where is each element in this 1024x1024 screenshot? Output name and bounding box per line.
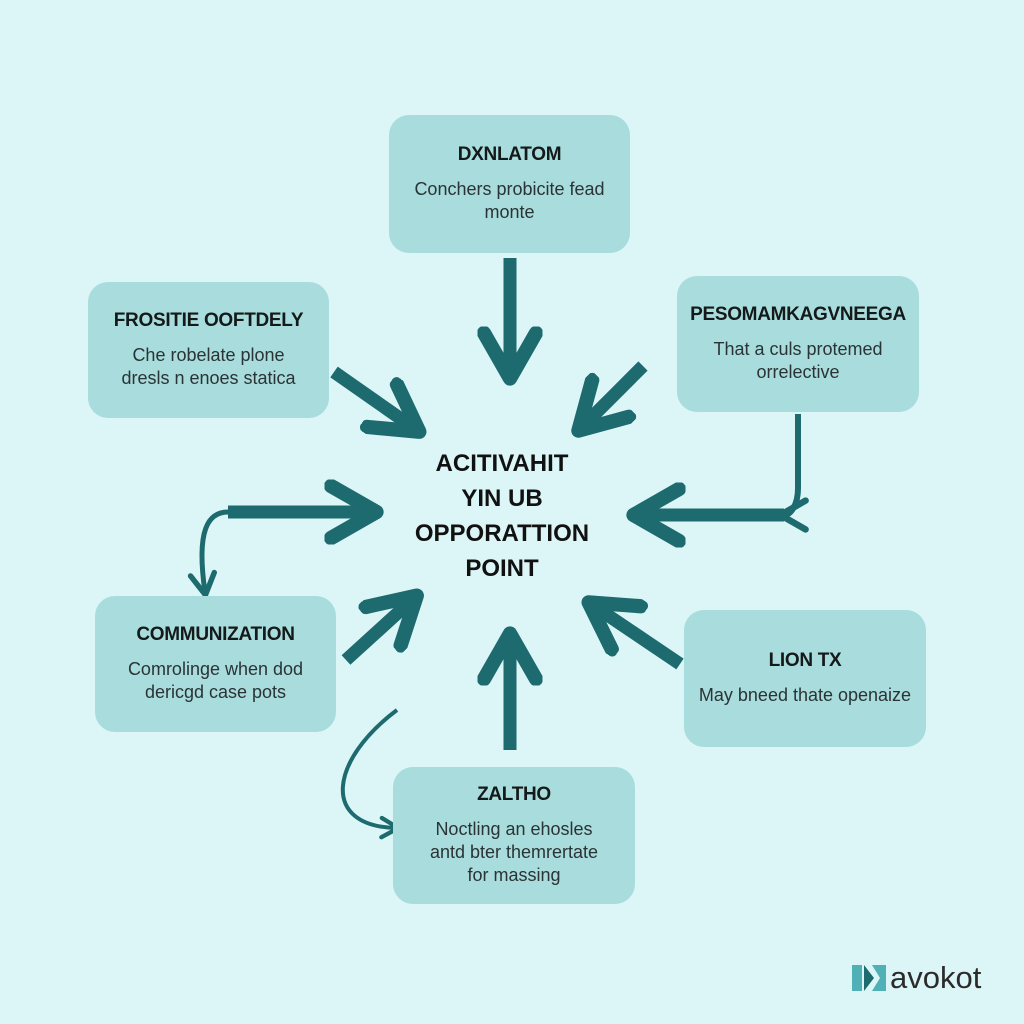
node-desc: That a culs protemed orrelective <box>713 339 883 382</box>
node-desc: Noctling an ehosles antd bter themrertat… <box>429 819 599 885</box>
brand-logo: avokot <box>850 958 981 998</box>
node-desc: Che robelate plone dresls n enoes static… <box>121 345 296 388</box>
node-title: COMMUNIZATION <box>136 624 295 645</box>
brand-mark-icon <box>852 965 886 991</box>
arrow-mid-right <box>594 606 684 670</box>
node-desc: May bneed thate openaize <box>698 685 912 705</box>
brand-name: avokot <box>890 960 982 995</box>
node-mid-right: LION TX May bneed thate openaize <box>684 610 926 747</box>
arrow-mid-left <box>341 600 412 665</box>
node-right: PESOMAMKAGVNEEGA That a culs protemed or… <box>677 276 919 412</box>
node-title: ZALTHO <box>477 784 551 805</box>
node-desc: Comrolinge when dod dericgd case pots <box>127 659 304 702</box>
arrow-left <box>330 366 414 428</box>
node-left: FROSITIE OOFTDELY Che robelate plone dre… <box>88 282 329 418</box>
node-desc: Conchers probicite fead monte <box>414 179 605 222</box>
node-title: FROSITIE OOFTDELY <box>113 310 304 331</box>
node-bottom: ZALTHO Noctling an ehosles antd bter the… <box>393 767 635 904</box>
center-label: ACITIVAHIT YIN UB OPPORATTION POINT <box>414 450 590 582</box>
connector-left <box>187 509 229 598</box>
connector-right <box>777 414 809 533</box>
node-top: DXNLATOM Conchers probicite fead monte <box>389 115 630 253</box>
node-title: DXNLATOM <box>457 144 562 165</box>
node-mid-left: COMMUNIZATION Comrolinge when dod dericg… <box>95 596 336 732</box>
arrow-right <box>583 361 648 426</box>
node-title: LION TX <box>768 650 842 671</box>
node-title: PESOMAMKAGVNEEGA <box>690 304 906 325</box>
connector-bottom-left <box>340 708 401 840</box>
